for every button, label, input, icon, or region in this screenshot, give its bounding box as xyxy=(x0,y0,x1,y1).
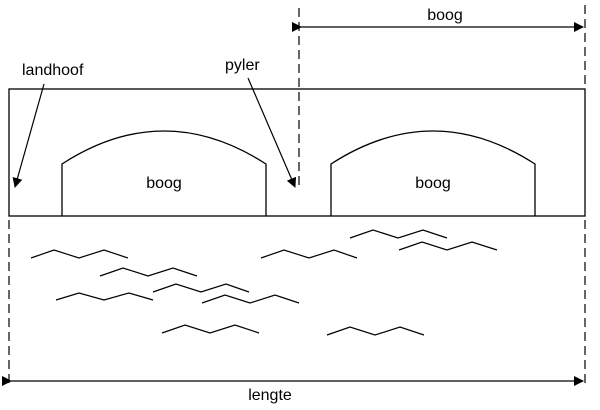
length-label: lengte xyxy=(248,387,292,404)
left-arch-opening xyxy=(61,130,267,216)
wave-stroke xyxy=(55,292,154,301)
right-arch-opening xyxy=(330,130,536,216)
wave-stroke xyxy=(161,324,260,334)
right-arch-label: boog xyxy=(415,175,451,192)
abutment-label: landhoof xyxy=(22,62,84,79)
wave-stroke xyxy=(398,241,498,251)
top-span-label: boog xyxy=(427,7,463,24)
abutment-pointer-arrow xyxy=(12,83,45,188)
water-waves xyxy=(30,229,498,336)
wave-stroke xyxy=(201,294,300,304)
wave-stroke xyxy=(30,249,129,259)
wave-stroke xyxy=(152,283,250,293)
wave-stroke xyxy=(349,229,448,239)
wave-stroke xyxy=(326,326,425,336)
bridge-deck xyxy=(8,88,586,217)
left-arch-label: boog xyxy=(146,175,182,192)
wave-stroke xyxy=(260,249,358,259)
pier-label: pyler xyxy=(225,57,260,74)
wave-stroke xyxy=(99,267,198,277)
pier-pointer-arrow xyxy=(247,77,297,188)
